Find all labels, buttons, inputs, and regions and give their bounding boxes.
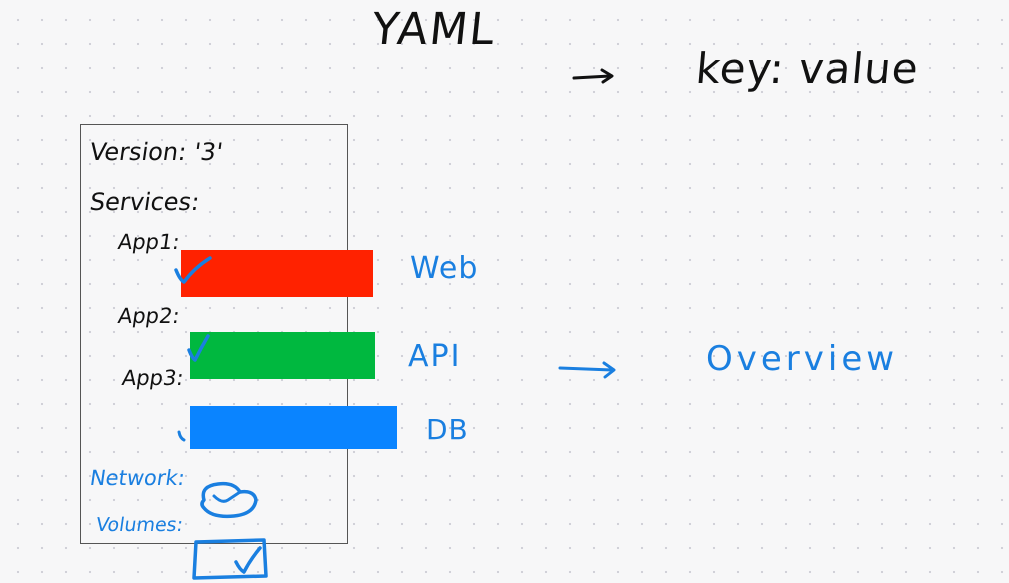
network-label: Network: xyxy=(88,466,187,490)
role-label-db: DB xyxy=(426,413,469,446)
service-bar-web xyxy=(181,250,373,297)
overview-label: Overview xyxy=(706,339,899,379)
service-app3-label: App3: xyxy=(120,366,186,390)
checked-box-icon xyxy=(192,538,268,580)
service-bar-api xyxy=(190,332,375,379)
right-arrow-icon xyxy=(572,68,614,84)
service-bar-db xyxy=(190,406,397,449)
checkmark-icon xyxy=(177,430,186,442)
role-label-web: Web xyxy=(410,251,479,286)
role-label-api: API xyxy=(408,339,462,374)
right-arrow-icon xyxy=(558,361,616,379)
page-title: YAML xyxy=(369,4,499,55)
volumes-label: Volumes: xyxy=(94,514,185,536)
version-line: Version: '3' xyxy=(88,138,225,166)
services-label: Services: xyxy=(88,188,202,216)
checkmark-icon xyxy=(174,256,212,284)
cloud-icon xyxy=(200,481,258,519)
key-value-note: key: value xyxy=(693,44,921,93)
checkmark-icon xyxy=(187,334,210,362)
service-app2-label: App2: xyxy=(116,304,182,328)
